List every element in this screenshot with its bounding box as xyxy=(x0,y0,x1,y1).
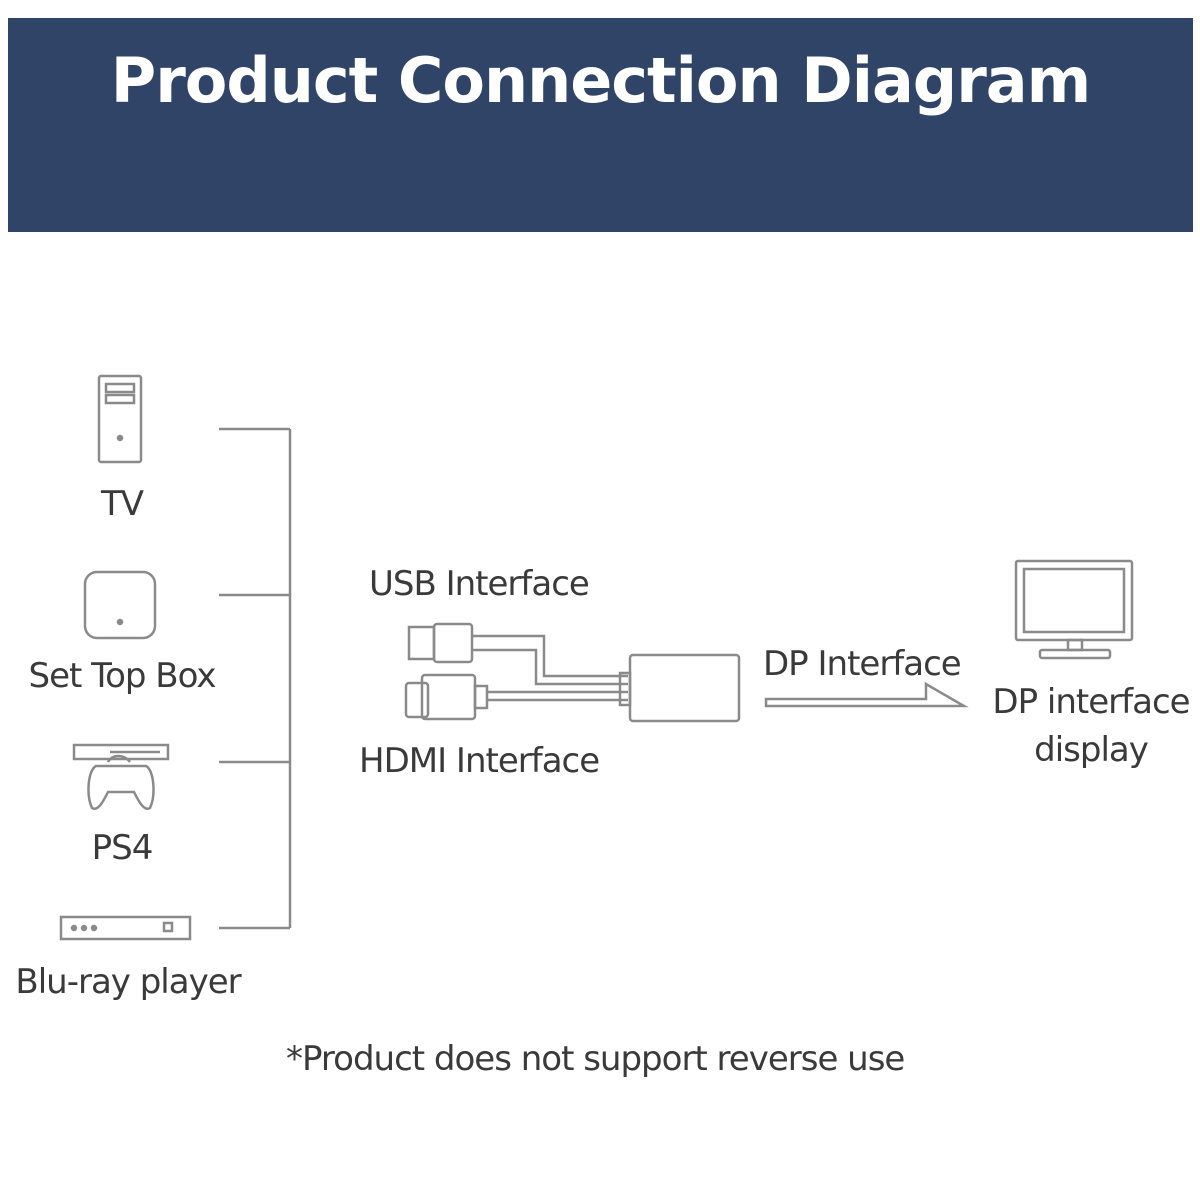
source-label-set-top-box: Set Top Box xyxy=(28,656,216,696)
adapter-box xyxy=(618,653,741,723)
display-label-line1: DP interface xyxy=(992,682,1190,722)
dp-interface-label: DP Interface xyxy=(763,644,962,684)
usb-plug-icon xyxy=(407,622,628,686)
display-label-line2: display xyxy=(1034,730,1149,770)
source-label-ps4: PS4 xyxy=(91,828,154,868)
set-top-box-icon xyxy=(83,570,157,640)
source-label-tv: TV xyxy=(100,484,144,524)
source-label-bluray-player: Blu-ray player xyxy=(15,962,241,1002)
source-bracket-connector xyxy=(219,427,292,930)
header-banner: Product Connection Diagram xyxy=(8,18,1193,232)
tower-device-icon xyxy=(97,374,143,464)
dp-arrow xyxy=(764,681,969,708)
footnote: *Product does not support reverse use xyxy=(286,1039,905,1079)
game-console-icon xyxy=(72,743,170,811)
monitor-icon xyxy=(1014,559,1134,660)
usb-interface-label: USB Interface xyxy=(369,564,590,604)
hdmi-interface-label: HDMI Interface xyxy=(359,741,600,781)
hdmi-plug-icon xyxy=(404,673,628,721)
page-title: Product Connection Diagram xyxy=(110,44,1091,117)
bluray-player-icon xyxy=(59,915,192,941)
